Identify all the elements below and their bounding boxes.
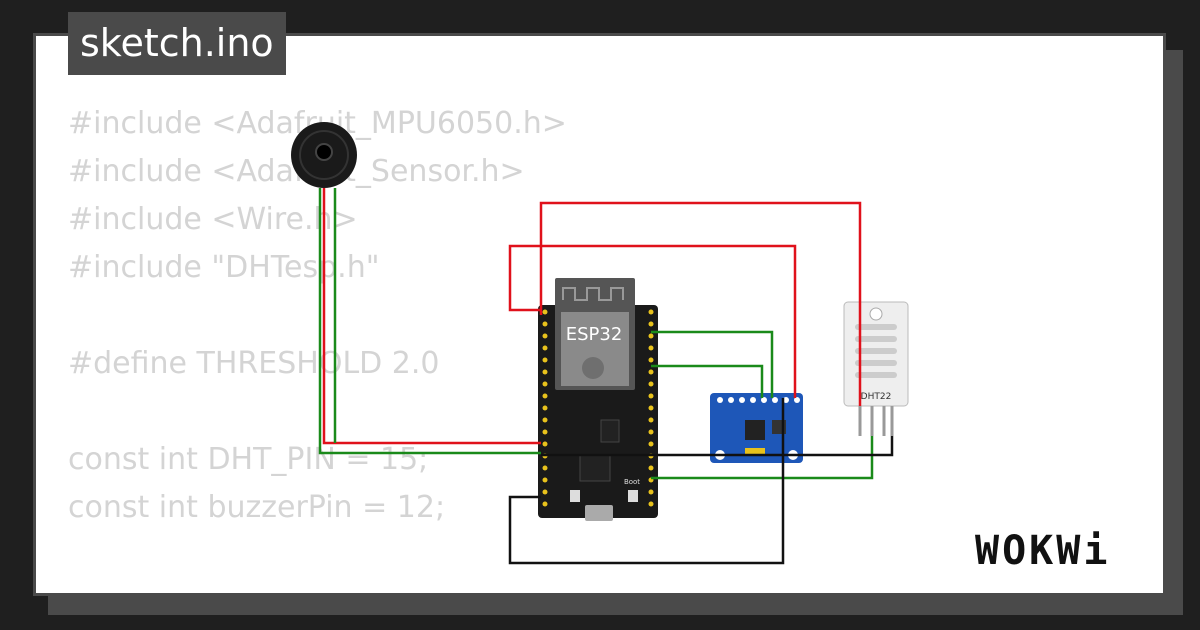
code-line: #include <Adafruit_Sensor.h> [68,154,525,189]
code-preview: #include <Adafruit_MPU6050.h> #include <A… [68,100,567,532]
dht22-sensor[interactable]: DHT22 [843,301,909,407]
esp32-label: ESP32 [566,324,623,345]
file-title: sketch.ino [68,12,286,75]
wokwi-logo: WOKWi [975,528,1111,574]
code-line: #define THRESHOLD 2.0 [68,346,440,381]
dht22-label: DHT22 [861,392,892,402]
wire-gnd-mpu [508,398,785,565]
espressif-logo-icon [582,357,604,379]
code-line: #include <Wire.h> [68,202,358,237]
wire-vcc-mpu [508,244,797,398]
esp32-board[interactable]: ESP32 Boot [538,278,658,521]
buzzer[interactable] [291,122,357,188]
boot-label: Boot [624,478,640,486]
code-line: const int DHT_PIN = 15; [68,442,429,477]
wire-scl [651,330,774,398]
wire-buzzer-pos [322,188,541,445]
wire-vcc-dht [539,201,862,436]
wire-gnd-dht [541,436,894,457]
code-line: const int buzzerPin = 12; [68,490,446,525]
wire-sda [651,364,764,398]
wire-buzzer-signal [318,188,541,455]
antenna-trace [562,287,624,301]
wires [318,188,894,565]
usb-port [585,505,613,521]
code-line: #include <Adafruit_MPU6050.h> [68,106,567,141]
dht22-pins [858,406,894,436]
wire-dht-data [651,436,874,480]
mpu6050-board[interactable] [710,393,803,463]
code-line: #include "DHTesp.h" [68,250,380,285]
